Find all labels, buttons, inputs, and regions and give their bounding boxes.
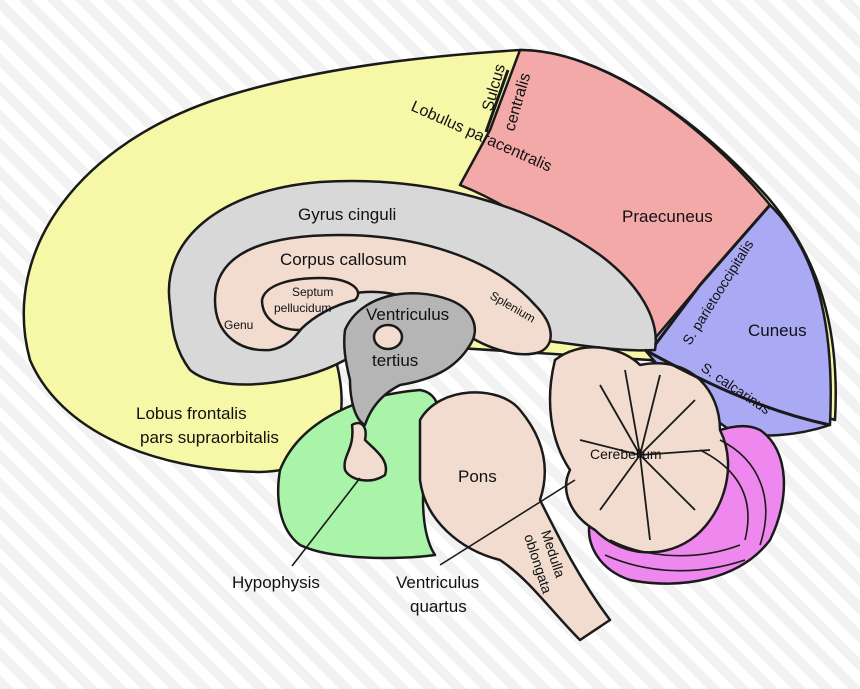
label-hypophysis: Hypophysis [232,573,320,592]
ventriculus-quartus-pointer [439,479,576,566]
label-pellucidum: pellucidum [274,301,331,315]
label-pons: Pons [458,467,497,486]
label-septum: Septum [292,285,333,299]
region-ventriculus-tertius [342,292,477,427]
region-brainstem [418,391,612,642]
label-ventriculus-tertius-2: tertius [372,351,418,370]
massa-intermedia [372,323,404,351]
hypophysis-pointer [291,477,361,567]
sulcus-calcarinus-line [644,348,831,427]
cerebellum-folia [579,369,711,541]
label-praecuneus: Praecuneus [622,207,713,226]
label-corpus-callosum: Corpus callosum [280,250,407,269]
label-gyrus-cinguli: Gyrus cinguli [298,205,396,224]
label-pars-supraorbitalis: pars supraorbitalis [140,428,279,447]
sulcus-centralis-line [484,69,510,133]
region-hypophysis [343,421,388,482]
label-lobus-frontalis: Lobus frontalis [136,404,247,423]
label-cuneus: Cuneus [748,321,807,340]
label-genu: Genu [224,318,253,332]
label-cerebellum: Cerebellum [590,446,662,462]
sulcus-lines [484,69,831,427]
cerebellum-lower-folia [604,439,767,572]
label-ventriculus-tertius: Ventriculus [366,305,449,324]
pointer-lines [291,477,576,567]
sulcus-parietooccipitalis-line [653,204,772,346]
region-septum-pellucidum [260,276,360,332]
label-ventriculus-quartus-2: quartus [410,597,467,616]
label-ventriculus-quartus: Ventriculus [396,573,479,592]
